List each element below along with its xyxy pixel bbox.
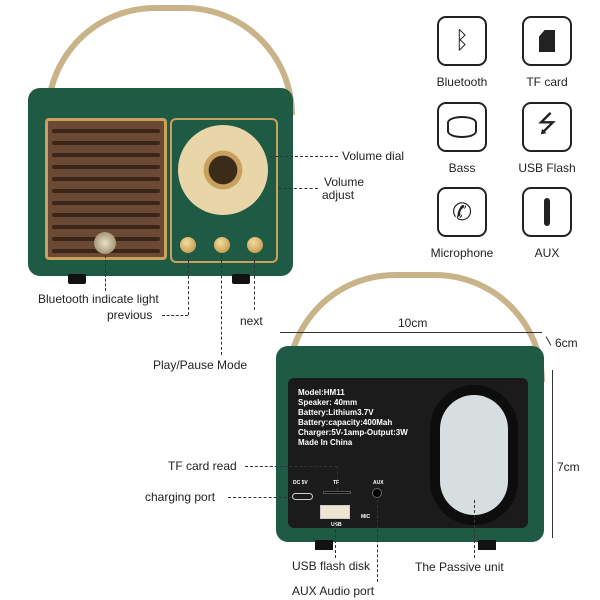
usb-mark: USB bbox=[331, 522, 342, 528]
label-passive: The Passive unit bbox=[415, 560, 504, 574]
feature-label: Bass bbox=[448, 161, 476, 175]
foot bbox=[315, 540, 333, 550]
mic-mark: MIC bbox=[361, 514, 371, 520]
next-button[interactable] bbox=[247, 237, 263, 253]
charging-port[interactable] bbox=[292, 493, 313, 500]
feature-label: Microphone bbox=[430, 246, 494, 260]
dim-width: 10cm bbox=[398, 316, 428, 330]
control-panel bbox=[170, 118, 278, 263]
passive-radiator bbox=[430, 385, 518, 525]
volume-dial[interactable] bbox=[178, 125, 268, 215]
play-pause-button[interactable] bbox=[214, 237, 230, 253]
width-dim-line bbox=[280, 332, 542, 333]
label-play-pause: Play/Pause Mode bbox=[153, 358, 248, 372]
depth-dim-line bbox=[545, 336, 552, 346]
previous-button[interactable] bbox=[180, 237, 196, 253]
dim-height: 7cm bbox=[557, 460, 580, 474]
label-bt-light: Bluetooth indicate light bbox=[38, 292, 159, 306]
foot bbox=[68, 274, 86, 284]
label-tf-read: TF card read bbox=[168, 459, 237, 473]
height-dim-line bbox=[552, 370, 553, 538]
tf-slot[interactable] bbox=[323, 491, 351, 494]
label-previous: previous bbox=[107, 308, 153, 322]
feature-label: Bluetooth bbox=[436, 75, 488, 89]
drum-icon bbox=[437, 102, 487, 152]
foot bbox=[232, 274, 250, 284]
label-usb-disk: USB flash disk bbox=[292, 559, 371, 573]
label-charging: charging port bbox=[145, 490, 216, 504]
feature-label: USB Flash bbox=[518, 161, 576, 175]
dim-depth: 6cm bbox=[555, 336, 578, 350]
tf-mark: TF bbox=[333, 480, 340, 486]
feature-label: AUX bbox=[534, 246, 560, 260]
label-volume-adjust-1: Volume bbox=[324, 175, 365, 189]
dc-mark: DC 5V bbox=[293, 480, 308, 486]
feature-label: TF card bbox=[526, 75, 568, 89]
radio-front bbox=[0, 0, 310, 290]
bluetooth-light bbox=[94, 232, 116, 254]
aux-jack-icon bbox=[522, 187, 572, 237]
sd-card-icon bbox=[522, 16, 572, 66]
usb-icon: ⭍ bbox=[522, 102, 572, 152]
bluetooth-icon: ᛒ bbox=[437, 16, 487, 66]
foot bbox=[478, 540, 496, 550]
label-aux-port: AUX Audio port bbox=[292, 584, 375, 598]
usb-port[interactable] bbox=[320, 505, 350, 519]
aux-port[interactable] bbox=[372, 488, 382, 498]
spec-list: Model:HM11 Speaker: 40mm Battery:Lithium… bbox=[298, 388, 408, 447]
label-volume-dial: Volume dial bbox=[342, 149, 405, 163]
label-next: next bbox=[240, 314, 263, 328]
aux-mark: AUX bbox=[373, 480, 384, 486]
label-volume-adjust-2: adjust bbox=[322, 188, 355, 202]
phone-icon: ✆ bbox=[437, 187, 487, 237]
